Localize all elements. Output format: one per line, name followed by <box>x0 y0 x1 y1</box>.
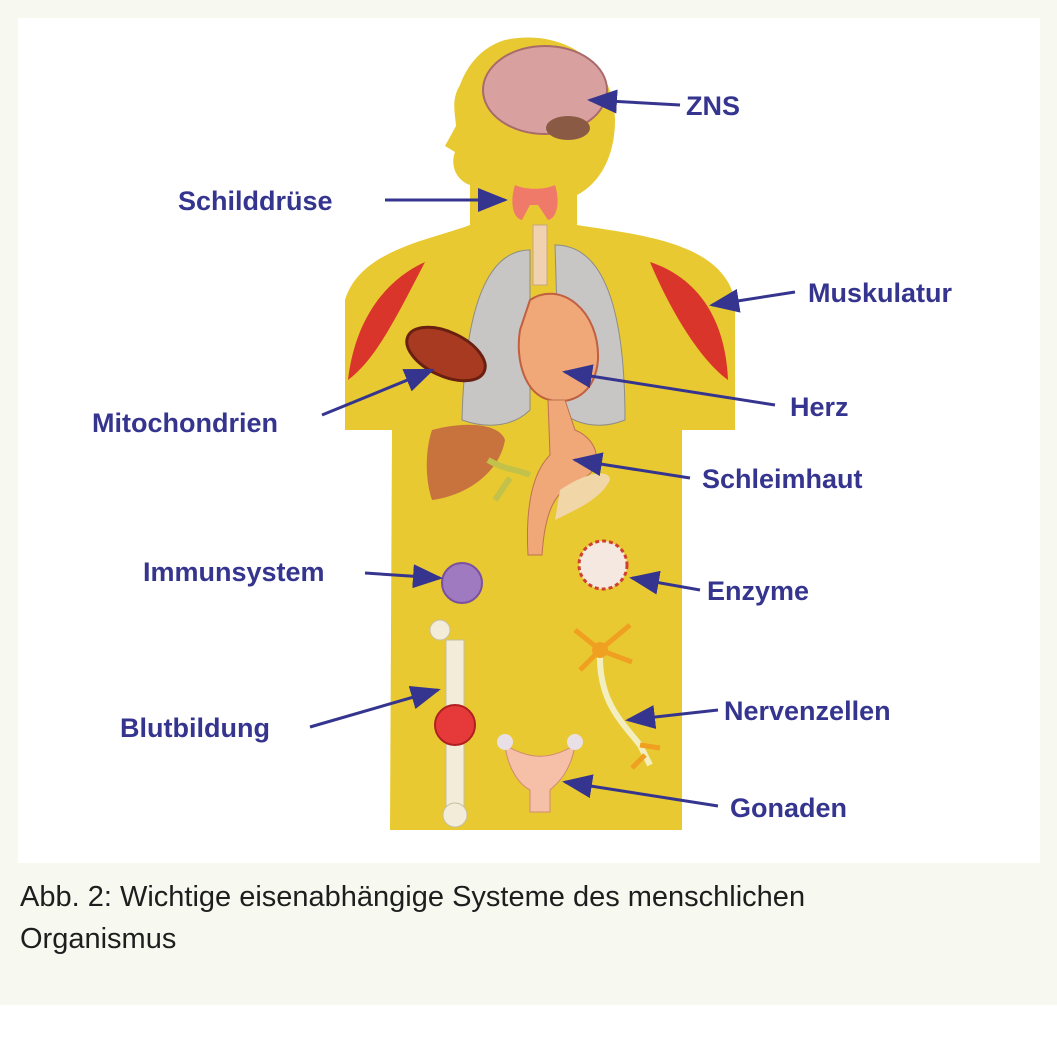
lung-left-icon <box>461 249 531 426</box>
liver-icon <box>426 424 505 500</box>
bone-head-top <box>429 619 451 641</box>
label-schleimhaut: Schleimhaut <box>702 464 863 494</box>
caption-line-2: Organismus <box>20 923 177 955</box>
muscle-right <box>650 262 728 380</box>
body-silhouette <box>345 37 735 830</box>
neuron-body <box>592 642 608 658</box>
gallbladder-icon <box>486 457 532 502</box>
label-gonaden: Gonaden <box>730 793 847 823</box>
brain-icon <box>482 45 608 135</box>
red-blood-cell-icon <box>434 704 476 746</box>
bone-end-bottom <box>442 802 468 828</box>
label-blutbildung: Blutbildung <box>120 713 270 743</box>
label-muskulatur: Muskulatur <box>808 278 953 308</box>
trachea-icon <box>532 224 548 286</box>
ovary-left <box>497 734 513 750</box>
cerebellum-icon <box>546 116 590 140</box>
label-enzyme: Enzyme <box>707 576 809 606</box>
pointer-arrows <box>309 89 796 808</box>
label-mitochondrien: Mitochondrien <box>92 408 278 438</box>
thyroid-icon <box>512 185 558 220</box>
label-zns: ZNS <box>686 91 740 121</box>
mitochondrion-icon <box>405 325 487 383</box>
figure-caption: Abb. 2: Wichtige eisenabhängige Systeme … <box>20 876 1020 960</box>
neuron-icon <box>573 623 661 770</box>
immune-cell-icon <box>441 562 483 604</box>
muscle-left <box>348 262 425 380</box>
label-nervenzellen: Nervenzellen <box>724 696 891 726</box>
caption-line-1: Abb. 2: Wichtige eisenabhängige Systeme … <box>20 881 806 913</box>
gonads-icon <box>504 744 576 813</box>
label-immunsystem: Immunsystem <box>143 557 325 587</box>
mucosa-icon <box>526 399 597 556</box>
pancreas-icon <box>555 473 610 520</box>
label-schilddruese: Schilddrüse <box>178 186 333 216</box>
ovary-right <box>567 734 583 750</box>
enzyme-icon <box>577 539 629 591</box>
label-herz: Herz <box>790 392 849 422</box>
